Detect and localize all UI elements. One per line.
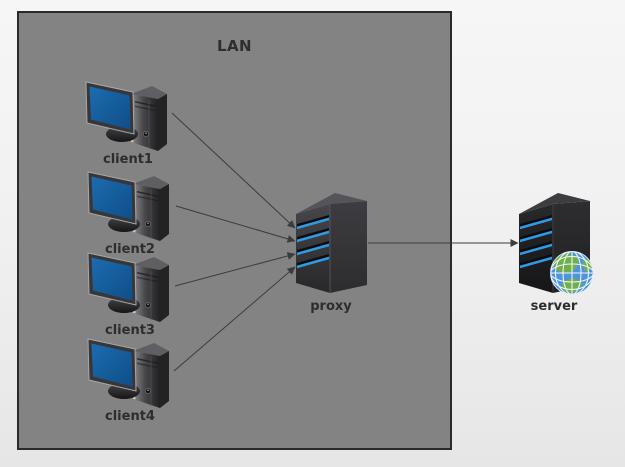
node-client3: client3 (84, 250, 176, 338)
node-label: server (530, 299, 578, 314)
node-label: proxy (310, 299, 352, 314)
node-label: client3 (105, 323, 155, 338)
lan-boundary: LAN (17, 11, 452, 450)
node-client4: client4 (84, 336, 176, 424)
node-server: server (513, 190, 595, 314)
server-tower-icon (295, 192, 368, 294)
server-tower-globe-icon (513, 190, 595, 296)
node-label: client2 (105, 242, 155, 257)
node-label: client1 (103, 152, 153, 167)
desktop-computer-icon (87, 252, 170, 323)
desktop-computer-icon (85, 81, 168, 152)
node-proxy: proxy (290, 190, 372, 314)
node-client2: client2 (84, 169, 176, 257)
node-client1: client1 (82, 79, 174, 167)
node-label: client4 (105, 409, 155, 424)
lan-label: LAN (217, 37, 252, 55)
desktop-computer-icon (87, 338, 170, 409)
desktop-computer-icon (87, 171, 170, 242)
